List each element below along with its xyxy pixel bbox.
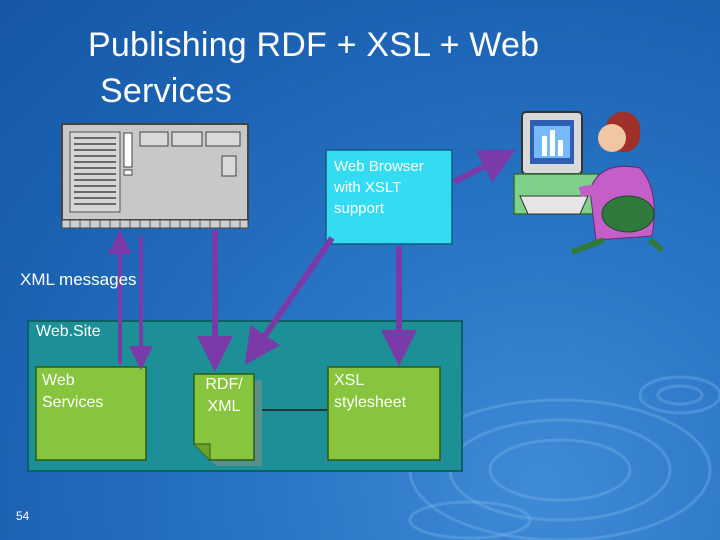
rdf-xml-document — [193, 373, 255, 461]
xml-messages-label: XML messages — [20, 270, 137, 289]
rdf-line-2: XML — [207, 398, 241, 415]
web-browser-box — [325, 149, 453, 245]
xsl-stylesheet-label: XSL stylesheet — [334, 370, 406, 414]
rdf-xml-label: RDF/ XML — [196, 374, 252, 418]
rdf-document-fold — [194, 443, 211, 460]
browser-to-user-arrow — [452, 149, 516, 185]
web-browser-label: Web Browser with XSLT support — [334, 156, 452, 219]
web-services-label: Web Services — [42, 370, 103, 414]
page-number: 54 — [16, 509, 30, 523]
slide-title: Publishing RDF + XSL + Web Services — [88, 22, 648, 114]
browser-label-line-1: Web Browser — [334, 158, 424, 175]
rdf-line-1: RDF/ — [205, 376, 243, 393]
xsl-line-1: XSL — [334, 372, 365, 389]
browser-label-line-3: support — [334, 200, 385, 217]
web-services-line-2: Services — [42, 394, 104, 411]
browser-label-line-2: with XSLT — [334, 179, 402, 196]
server-rack-icon — [61, 123, 249, 229]
web-site-label: Web.Site — [36, 323, 101, 340]
web-services-line-1: Web — [42, 372, 75, 389]
xsl-stylesheet-box — [327, 366, 441, 461]
browser-to-rdf-arrow — [244, 236, 335, 365]
web-services-box — [35, 366, 147, 461]
xsl-line-2: stylesheet — [334, 394, 407, 411]
woman-at-computer-icon — [513, 111, 664, 255]
title-line-1: Publishing RDF + XSL + Web — [88, 26, 540, 64]
title-line-2: Services — [100, 72, 232, 110]
